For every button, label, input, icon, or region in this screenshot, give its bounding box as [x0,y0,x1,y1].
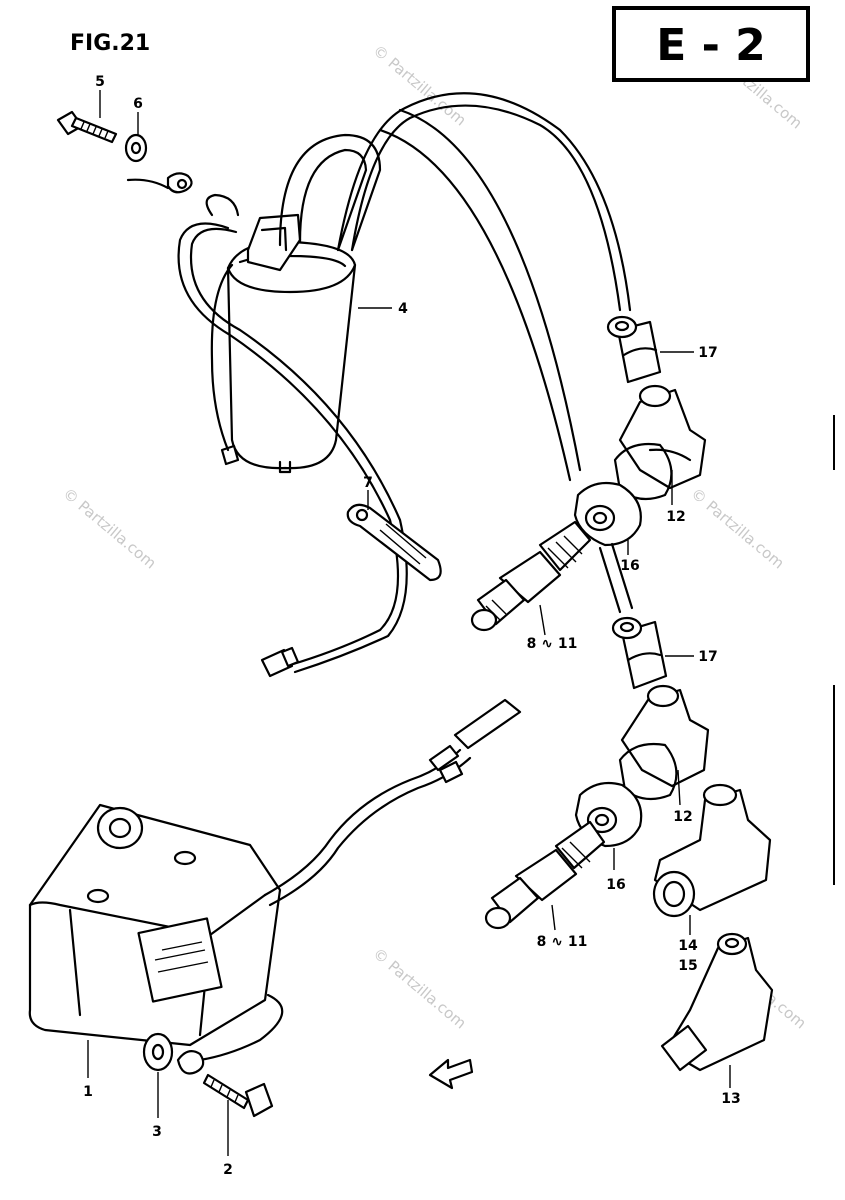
callout-14[interactable]: 14 [678,938,698,954]
callout-12-lower[interactable]: 12 [673,809,692,825]
spark-plug-lower[interactable] [484,820,606,930]
callout-7[interactable]: 7 [363,475,373,491]
coil-primary-lead [177,222,400,667]
callout-1[interactable]: 1 [83,1084,93,1100]
callout-13[interactable]: 13 [721,1091,740,1107]
boot-part-17-upper[interactable] [606,315,662,384]
callout-15[interactable]: 15 [678,958,697,974]
watermark: © Partzilla.com [369,944,469,1032]
callout-4[interactable]: 4 [398,301,408,317]
front-arrow-icon [428,1058,474,1090]
callout-8-11-upper[interactable]: 8 ∿ 11 [527,636,578,652]
callout-17-lower[interactable]: 17 [698,649,717,665]
plug-cap-part-14-15[interactable] [652,783,772,918]
section-box: E - 2 [612,6,810,82]
callout-5[interactable]: 5 [95,74,105,90]
watermark: © Partzilla.com [687,484,787,572]
callout-3[interactable]: 3 [152,1124,162,1140]
plug-cap-part-12-lower[interactable] [618,684,710,801]
sleeve-part-16-upper[interactable] [573,481,642,547]
figure-title: FIG.21 [70,31,150,56]
callout-16-lower[interactable]: 16 [606,877,625,893]
ground-lead [126,178,180,190]
section-label: E - 2 [656,20,766,71]
leader-lines [87,90,731,1156]
callout-12-upper[interactable]: 12 [666,509,685,525]
plug-cap-part-13[interactable] [660,932,774,1072]
washer-part-3[interactable] [142,1032,174,1072]
watermark: © Partzilla.com [59,484,159,572]
washer-part-6[interactable] [124,133,148,163]
boot-part-17-lower[interactable] [611,616,668,690]
bolt-part-5[interactable] [56,110,118,144]
callouts: 1 2 3 4 5 6 7 8 ∿ 11 8 ∿ 11 12 12 13 14 … [83,74,741,1178]
cdi-unit-part-1[interactable] [28,803,282,1047]
callout-17-upper[interactable]: 17 [698,345,717,361]
clamp-part-7[interactable] [346,503,442,582]
spark-plug-upper[interactable] [470,520,592,632]
plug-cap-part-12-upper[interactable] [613,384,707,501]
bolt-part-2[interactable] [202,1073,274,1118]
callout-2[interactable]: 2 [223,1162,233,1178]
callout-8-11-lower[interactable]: 8 ∿ 11 [537,934,588,950]
callout-16-upper[interactable]: 16 [620,558,639,574]
watermark: © Partzilla.com [369,41,469,129]
callout-6[interactable]: 6 [133,96,143,112]
